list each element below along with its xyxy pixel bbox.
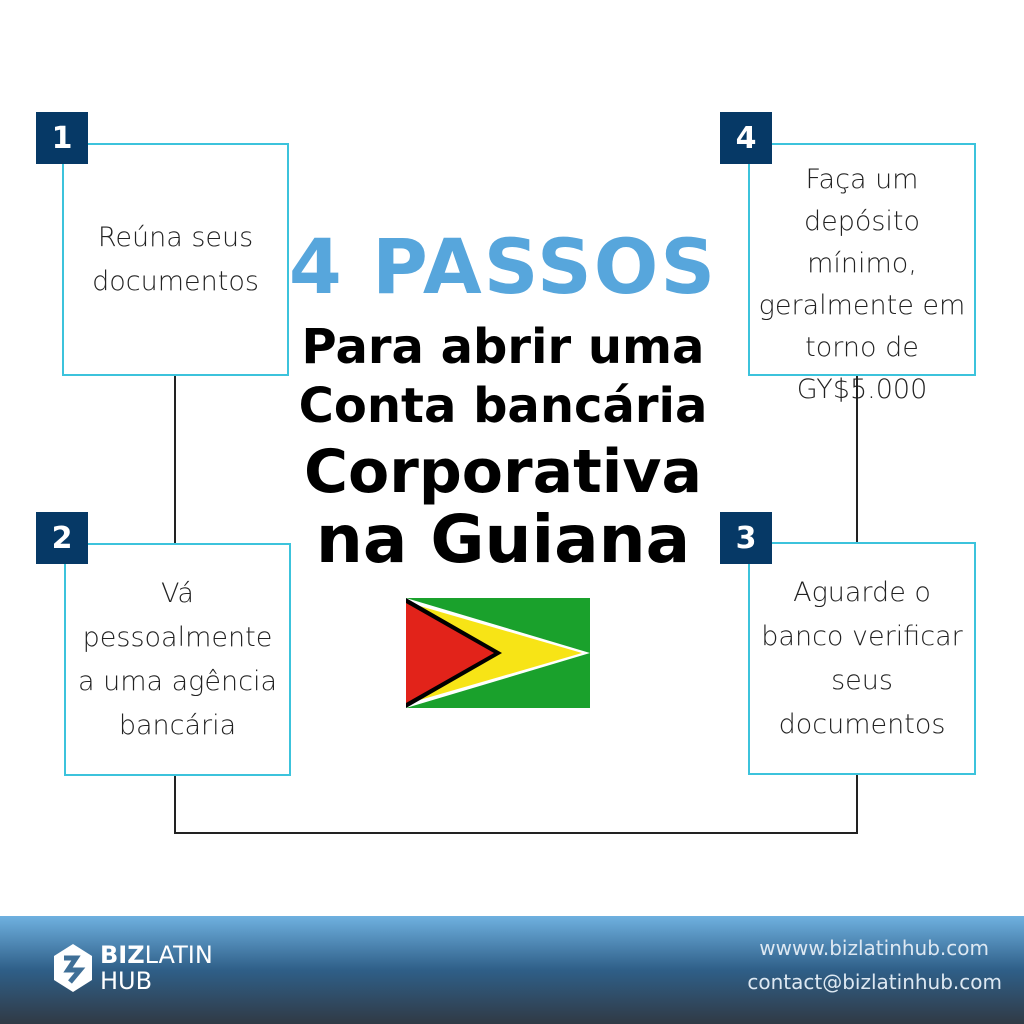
step-3-box: Aguarde o banco verificar seus documento…	[748, 542, 976, 775]
step-1-badge: 1	[36, 112, 88, 164]
logo-hub: HUB	[100, 967, 153, 995]
bizlatinhub-logo: BIZLATIN HUB	[52, 942, 213, 994]
title-line-3: Corporativa	[304, 437, 702, 507]
email-link[interactable]: contact@bizlatinhub.com	[747, 970, 1002, 994]
step-2-badge: 2	[36, 512, 88, 564]
guyana-flag	[406, 598, 590, 708]
connector-1-2	[174, 375, 176, 543]
step-2-text: Vá pessoalmente a uma agência bancária	[77, 577, 278, 741]
website-link[interactable]: wwww.bizlatinhub.com	[759, 936, 989, 960]
connector-3-4	[856, 375, 858, 542]
connector-2-bottom	[174, 775, 176, 834]
logo-biz: BIZ	[100, 941, 145, 969]
logo-latin: LATIN	[144, 941, 213, 969]
step-3-badge: 3	[720, 512, 772, 564]
title-line-1: Para abrir uma	[301, 319, 705, 375]
logo-icon	[54, 944, 92, 992]
title-line-2: Conta bancária	[298, 378, 708, 434]
connector-bottom	[174, 832, 858, 834]
step-2-box: Vá pessoalmente a uma agência bancária	[64, 543, 291, 776]
title-line-4: na Guiana	[315, 501, 691, 578]
step-1-text: Reúna seus documentos	[92, 221, 259, 297]
title-main: 4 PASSOS	[288, 222, 718, 311]
step-4-box: Faça um depósito mínimo, geralmente em t…	[748, 143, 976, 405]
step-4-text: Faça um depósito mínimo, geralmente em t…	[758, 164, 966, 405]
step-1-box: Reúna seus documentos	[62, 143, 289, 376]
footer: BIZLATIN HUB wwww.bizlatinhub.com contac…	[0, 916, 1024, 1024]
connector-3-bottom	[856, 774, 858, 834]
step-4-badge: 4	[720, 112, 772, 164]
step-3-text: Aguarde o banco verificar seus documento…	[761, 576, 963, 740]
